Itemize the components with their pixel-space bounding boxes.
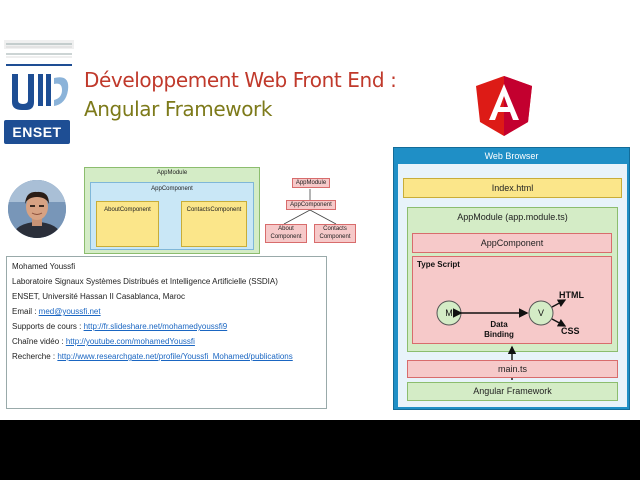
view-label: V: [537, 308, 544, 318]
tree-about-component: About Component: [265, 224, 307, 243]
tree-about-line1: About: [278, 226, 294, 232]
appcomponent-box: AppComponent: [412, 233, 612, 253]
contact-video-row: Chaîne vidéo : http://youtube.com/mohame…: [12, 337, 195, 346]
diagram-appmodule-label: AppModule: [156, 170, 188, 176]
web-browser-content: Index.html AppModule (app.module.ts) App…: [398, 164, 627, 407]
page-title: Développement Web Front End :: [84, 68, 397, 92]
contact-email-label: Email :: [12, 307, 39, 316]
contact-video-label: Chaîne vidéo :: [12, 337, 66, 346]
contact-name: Mohamed Youssfi: [12, 262, 76, 271]
mvc-diagram: [436, 299, 567, 327]
type-script-label: Type Script: [417, 260, 460, 269]
main-ts-box: main.ts: [407, 360, 618, 378]
tree-contacts-line1: Contacts: [323, 226, 347, 232]
contact-school: ENSET, Université Hassan II Casablanca, …: [12, 292, 185, 301]
avatar: [8, 180, 66, 238]
component-tree-lines: [283, 189, 337, 225]
bottom-black-bar: [0, 420, 640, 480]
tree-about-line2: Component: [270, 234, 302, 240]
contact-video-link[interactable]: http://youtube.com/mohamedYoussfi: [65, 337, 195, 346]
view-circle-icon: [528, 300, 554, 326]
appmodule-label: AppModule (app.module.ts): [457, 212, 568, 222]
data-binding-line2: Binding: [484, 330, 514, 339]
diagram-contacts-label: ContactsComponent: [186, 207, 242, 213]
angular-framework-box: Angular Framework: [407, 382, 618, 401]
slide: ENSET Développement Web Front End : Angu…: [0, 0, 640, 420]
web-browser-diagram: Web Browser Index.html AppModule (app.mo…: [393, 147, 630, 410]
contact-lab: Laboratoire Signaux Systèmes Distribués …: [12, 277, 278, 286]
diagram-contacts-component: ContactsComponent: [181, 201, 247, 247]
contact-research-label: Recherche :: [12, 352, 58, 361]
tree-contacts-component: Contacts Component: [314, 224, 356, 243]
contact-box: Mohamed Youssfi Laboratoire Signaux Syst…: [6, 256, 327, 409]
model-label: M: [445, 308, 453, 318]
angular-logo-icon: [476, 76, 532, 136]
ssdia-logo-icon: [2, 38, 76, 118]
contact-email-row: Email : med@youssfi.net: [12, 307, 101, 316]
enset-logo: ENSET: [4, 120, 70, 144]
diagram-appcomponent-label: AppComponent: [151, 186, 193, 192]
diagram-about-component: AboutComponent: [96, 201, 159, 247]
index-html-box: Index.html: [403, 178, 622, 198]
tree-appmodule: AppModule: [292, 178, 330, 188]
enset-label: ENSET: [12, 124, 62, 140]
contact-research-link[interactable]: http://www.researchgate.net/profile/Yous…: [57, 352, 293, 361]
data-binding-line1: Data: [490, 320, 508, 329]
contact-courses-row: Supports de cours : http://fr.slideshare…: [12, 322, 227, 331]
data-binding-label: Data Binding: [477, 320, 521, 340]
contact-research-row: Recherche : http://www.researchgate.net/…: [12, 352, 293, 361]
web-browser-title: Web Browser: [484, 151, 539, 161]
contact-courses-link[interactable]: http://fr.slideshare.net/mohamedyoussfi9: [83, 322, 228, 331]
page-subtitle: Angular Framework: [84, 97, 273, 121]
contact-email-link[interactable]: med@youssfi.net: [38, 307, 101, 316]
mvc-box: Type Script M V HTML CSS Data Binding: [412, 256, 612, 344]
tree-appcomponent: AppComponent: [286, 200, 336, 210]
diagram-about-label: AboutComponent: [104, 207, 151, 213]
html-label: HTML: [559, 290, 584, 300]
tree-contacts-line2: Component: [319, 234, 351, 240]
contact-courses-label: Supports de cours :: [12, 322, 84, 331]
css-label: CSS: [561, 326, 580, 336]
